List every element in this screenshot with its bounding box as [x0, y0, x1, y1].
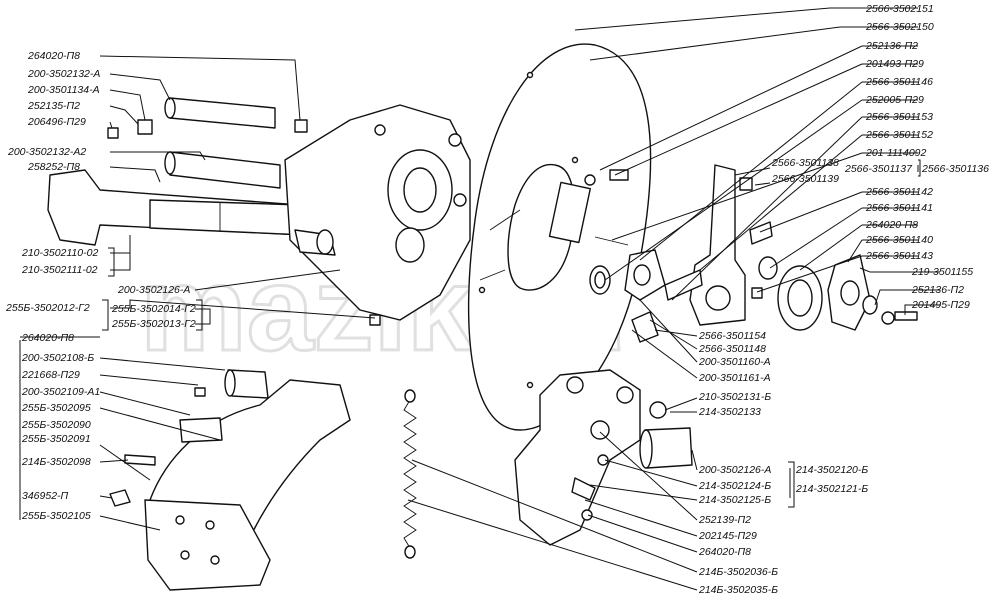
label-l33: 252139-П2 — [698, 514, 751, 526]
label-l36: 214Б-3502036-Б — [698, 566, 778, 578]
label-l01: 2566-3502151 — [865, 3, 934, 15]
spring — [403, 389, 417, 559]
label-l18: 2566-3501143 — [865, 250, 933, 262]
label-l59: 346952-П — [22, 490, 69, 502]
label-l26: 210-3502131-Б — [698, 391, 771, 403]
label-l11: 2566-3501136 — [921, 163, 989, 175]
label-l41: 252135-П2 — [27, 100, 80, 112]
label-l27: 214-3502133 — [698, 406, 761, 418]
label-l23: 2566-3501148 — [698, 343, 766, 355]
label-l22: 2566-3501154 — [698, 330, 766, 342]
label-l35: 264020-П8 — [698, 546, 751, 558]
label-l04: 201493-П29 — [865, 58, 924, 70]
label-l03: 252136-П2 — [865, 40, 918, 52]
label-l55: 255Б-3502095 — [21, 402, 91, 414]
brake-disc — [467, 43, 652, 431]
label-l46: 210-3502111-02 — [21, 264, 98, 276]
label-l06: 252005-П29 — [865, 94, 924, 106]
label-l13: 2566-3501139 — [771, 173, 839, 185]
label-l21: 201495-П29 — [911, 299, 970, 311]
label-l09: 201-1114092 — [865, 147, 926, 159]
label-l14: 2566-3501142 — [865, 186, 933, 198]
label-l60: 255Б-3502105 — [21, 510, 91, 522]
label-l08: 2566-3501152 — [865, 129, 933, 141]
label-l31: 214-3502120-Б — [795, 464, 868, 476]
leader-lines — [19, 7, 940, 591]
label-l12: 2566-3501138 — [771, 157, 839, 169]
label-l44: 258252-П8 — [27, 161, 80, 173]
label-l38: 264020-П8 — [27, 50, 80, 62]
label-l58: 214Б-3502098 — [21, 456, 91, 468]
caliper-bracket — [514, 369, 693, 546]
label-l16: 264020-П8 — [865, 219, 918, 231]
label-l34: 202145-П29 — [698, 530, 757, 542]
label-l40: 200-3501134-А — [27, 84, 100, 96]
label-l20: 252136-П2 — [911, 284, 964, 296]
label-l30: 214-3502125-Б — [698, 494, 771, 506]
label-l45: 210-3502110-02 — [21, 247, 98, 259]
label-brackets — [102, 159, 921, 508]
label-l48: 255Б-3502012-Г2 — [5, 302, 90, 314]
label-l53: 221668-П29 — [21, 369, 80, 381]
label-l37: 214Б-3502035-Б — [698, 584, 778, 596]
label-l24: 200-3501160-А — [698, 356, 771, 368]
label-l51: 264020-П8 — [21, 332, 74, 344]
label-l05: 2566-3501146 — [865, 76, 933, 88]
label-l07: 2566-3501153 — [865, 111, 933, 123]
label-l49: 255Б-3502014-Г2 — [111, 303, 196, 315]
label-l42: 206496-П29 — [27, 116, 86, 128]
label-l15: 2566-3501141 — [865, 202, 933, 214]
part-labels: 2566-3502151 2566-3502150 252136-П2 2014… — [5, 3, 989, 596]
label-l50: 255Б-3502013-Г2 — [111, 318, 196, 330]
label-l29: 214-3502124-Б — [698, 480, 771, 492]
lever-assembly — [584, 164, 918, 343]
label-l32: 214-3502121-Б — [795, 483, 868, 495]
brake-shoe — [109, 369, 351, 591]
label-l19: 219-3501155 — [911, 266, 973, 278]
label-l10: 2566-3501137 — [844, 163, 913, 175]
label-l47: 200-3502126-А — [117, 284, 190, 296]
label-l28: 200-3502126-А — [698, 464, 771, 476]
axle-housing — [47, 97, 471, 326]
label-l57: 255Б-3502091 — [21, 433, 91, 445]
label-l43: 200-3502132-А2 — [7, 146, 86, 158]
label-l54: 200-3502109-А1 — [21, 386, 100, 398]
label-l39: 200-3502132-А — [27, 68, 100, 80]
label-l25: 200-3501161-А — [698, 372, 771, 384]
label-l52: 200-3502108-Б — [21, 352, 94, 364]
label-l56: 255Б-3502090 — [21, 419, 91, 431]
label-l17: 2566-3501140 — [865, 234, 933, 246]
label-l02: 2566-3502150 — [865, 21, 934, 33]
